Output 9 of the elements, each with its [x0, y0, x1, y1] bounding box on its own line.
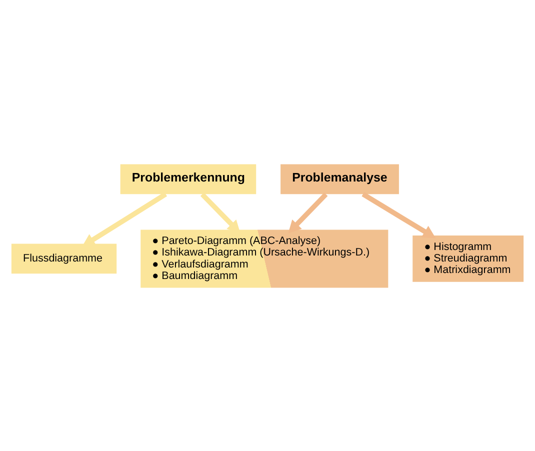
node-box: Problemerkennung	[120, 164, 256, 194]
node-box: ● Histogramm ● Streudiagramm ● Matrixdiagramm	[412, 235, 524, 282]
arrow	[288, 192, 328, 233]
node-box: Problemanalyse	[280, 164, 399, 194]
arrow	[82, 192, 168, 246]
arrow	[200, 192, 240, 233]
arrow	[362, 192, 436, 238]
node-box: ● Pareto-Diagramm (ABC-Analyse) ● Ishikawa-Diagramm (Ursache-Wirkungs-D.) ● Verlaufsdiagramm ● Baumdiagramm	[140, 229, 388, 288]
node-box: Flussdiagramme	[11, 243, 117, 274]
